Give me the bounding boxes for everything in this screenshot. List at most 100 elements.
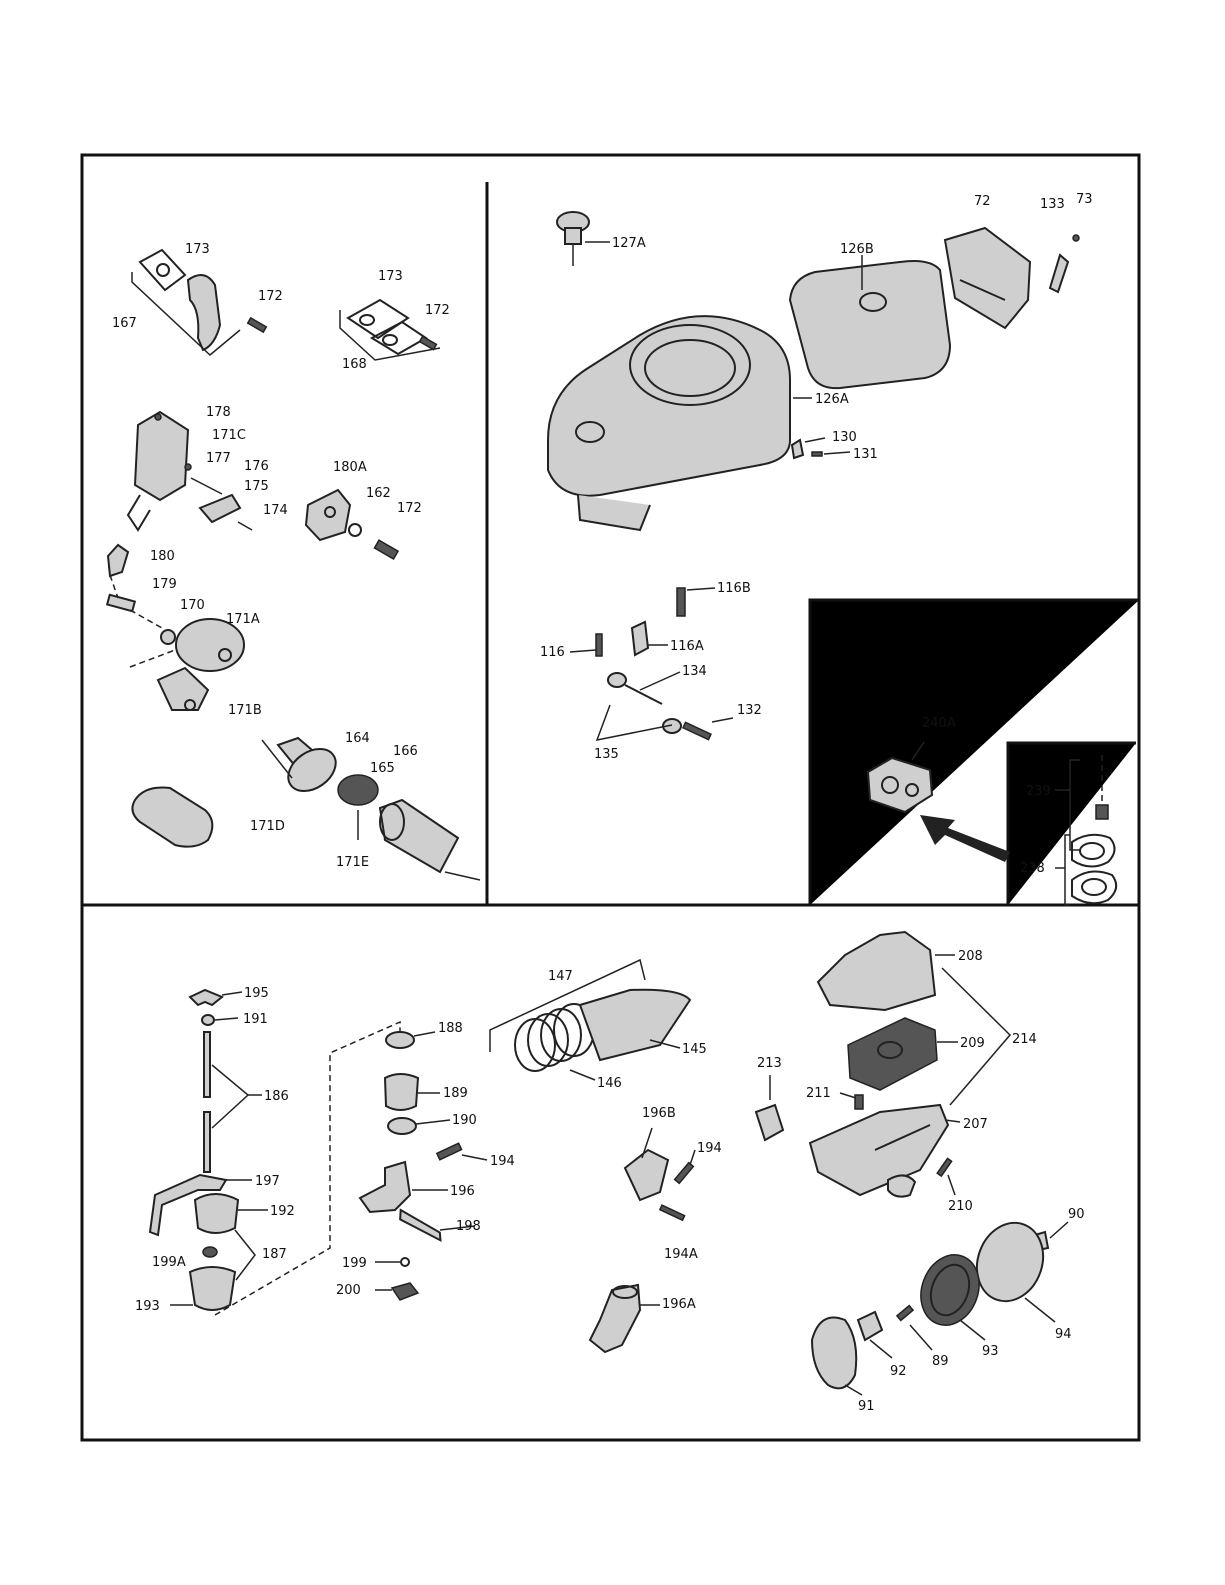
fuel-tank-126b bbox=[788, 255, 952, 390]
callout-197: 197 bbox=[255, 1174, 280, 1189]
callout-133: 133 bbox=[1040, 197, 1065, 212]
carburetor-inset-box bbox=[808, 598, 1139, 905]
muffler-171a-group bbox=[129, 618, 245, 711]
hardware-130-131 bbox=[790, 437, 851, 460]
callout-162: 162 bbox=[366, 486, 391, 501]
callout-194: 194 bbox=[490, 1154, 515, 1169]
callout-176: 176 bbox=[244, 459, 269, 474]
callout-193: 193 bbox=[135, 1299, 160, 1314]
callout-199: 199 bbox=[342, 1256, 367, 1271]
callout-194: 194 bbox=[697, 1141, 722, 1156]
callout-213: 213 bbox=[757, 1056, 782, 1071]
callout-94: 94 bbox=[1055, 1327, 1072, 1342]
muffler-167-group bbox=[131, 248, 268, 357]
callout-186: 186 bbox=[264, 1089, 289, 1104]
stud-assembly-186 bbox=[148, 988, 268, 1311]
callout-175: 175 bbox=[244, 479, 269, 494]
callout-93: 93 bbox=[982, 1344, 999, 1359]
callout-239: 239 bbox=[1026, 784, 1051, 799]
callout-116b: 116B bbox=[717, 581, 751, 596]
elbow-assembly-196 bbox=[214, 1020, 488, 1316]
callout-168: 168 bbox=[342, 357, 367, 372]
callout-172: 172 bbox=[425, 303, 450, 318]
callout-199a: 199A bbox=[152, 1255, 186, 1270]
callout-209: 209 bbox=[960, 1036, 985, 1051]
callout-126a: 126A bbox=[815, 392, 849, 407]
callout-172: 172 bbox=[397, 501, 422, 516]
callout-180a: 180A bbox=[333, 460, 367, 475]
callout-190: 190 bbox=[452, 1113, 477, 1128]
callout-116a: 116A bbox=[670, 639, 704, 654]
callout-188: 188 bbox=[438, 1021, 463, 1036]
callout-164: 164 bbox=[345, 731, 370, 746]
muffler-171d-171e-group bbox=[131, 736, 481, 881]
gasket-inset-box bbox=[1006, 741, 1136, 905]
callout-177: 177 bbox=[206, 451, 231, 466]
callout-116: 116 bbox=[540, 645, 565, 660]
callout-198: 198 bbox=[456, 1219, 481, 1234]
callout-189: 189 bbox=[443, 1086, 468, 1101]
callout-146: 146 bbox=[597, 1076, 622, 1091]
callout-173: 173 bbox=[185, 242, 210, 257]
callout-171a: 171A bbox=[226, 612, 260, 627]
callout-126b: 126B bbox=[840, 242, 874, 257]
callout-90: 90 bbox=[1068, 1207, 1085, 1222]
callout-73: 73 bbox=[1076, 192, 1093, 207]
diagram-frame bbox=[80, 153, 1141, 1442]
gasket-kit-238-239 bbox=[1055, 755, 1118, 906]
callout-196b: 196B bbox=[642, 1106, 676, 1121]
callout-172: 172 bbox=[258, 289, 283, 304]
callout-labels: 173 172 167 173 172 168 178 171C 177 176… bbox=[112, 192, 1093, 1414]
callout-211: 211 bbox=[806, 1086, 831, 1101]
callout-170: 170 bbox=[180, 598, 205, 613]
callout-173: 173 bbox=[378, 269, 403, 284]
gasket-168-group bbox=[339, 298, 441, 361]
carburetor-240a bbox=[866, 741, 1010, 862]
callout-147: 147 bbox=[548, 969, 573, 984]
air-cleaner-base-207 bbox=[754, 967, 1012, 1198]
callout-165: 165 bbox=[370, 761, 395, 776]
callout-130: 130 bbox=[832, 430, 857, 445]
air-cleaner-housing-126a bbox=[547, 315, 812, 532]
callout-208: 208 bbox=[958, 949, 983, 964]
callout-91: 91 bbox=[858, 1399, 875, 1414]
callout-171c: 171C bbox=[212, 428, 246, 443]
callout-195: 195 bbox=[244, 986, 269, 1001]
callout-92: 92 bbox=[890, 1364, 907, 1379]
callout-196: 196 bbox=[450, 1184, 475, 1199]
filter-element-209 bbox=[847, 1017, 958, 1091]
callout-191: 191 bbox=[243, 1012, 268, 1027]
callout-240a: 240A bbox=[922, 716, 956, 731]
callout-171b: 171B bbox=[228, 703, 262, 718]
callout-179: 179 bbox=[152, 577, 177, 592]
fuel-cap-127a bbox=[556, 211, 610, 266]
callout-180: 180 bbox=[150, 549, 175, 564]
callout-132: 132 bbox=[737, 703, 762, 718]
elbow-196b bbox=[623, 1127, 696, 1222]
callout-131: 131 bbox=[853, 447, 878, 462]
callout-178: 178 bbox=[206, 405, 231, 420]
callout-89: 89 bbox=[932, 1354, 949, 1369]
callout-127a: 127A bbox=[612, 236, 646, 251]
bracket-72-133-73 bbox=[943, 226, 1080, 330]
filter-parts-89-94 bbox=[810, 1221, 1069, 1396]
callout-145: 145 bbox=[682, 1042, 707, 1057]
elbow-196a bbox=[588, 1283, 660, 1354]
callout-171d: 171D bbox=[250, 819, 285, 834]
callout-174: 174 bbox=[263, 503, 288, 518]
cover-208 bbox=[816, 930, 955, 1012]
intake-boot-145-146 bbox=[489, 958, 692, 1081]
callout-194a: 194A bbox=[664, 1247, 698, 1262]
callout-238: 238 bbox=[1020, 861, 1045, 876]
callout-134: 134 bbox=[682, 664, 707, 679]
muffler-171c-group bbox=[126, 410, 253, 532]
fuel-line-116-135 bbox=[569, 587, 734, 741]
bracket-180a-group bbox=[304, 488, 400, 560]
callout-187: 187 bbox=[262, 1247, 287, 1262]
elbow-180-179-group bbox=[105, 543, 163, 629]
callout-214: 214 bbox=[1012, 1032, 1037, 1047]
callout-167: 167 bbox=[112, 316, 137, 331]
callout-207: 207 bbox=[963, 1117, 988, 1132]
callout-72: 72 bbox=[974, 194, 991, 209]
